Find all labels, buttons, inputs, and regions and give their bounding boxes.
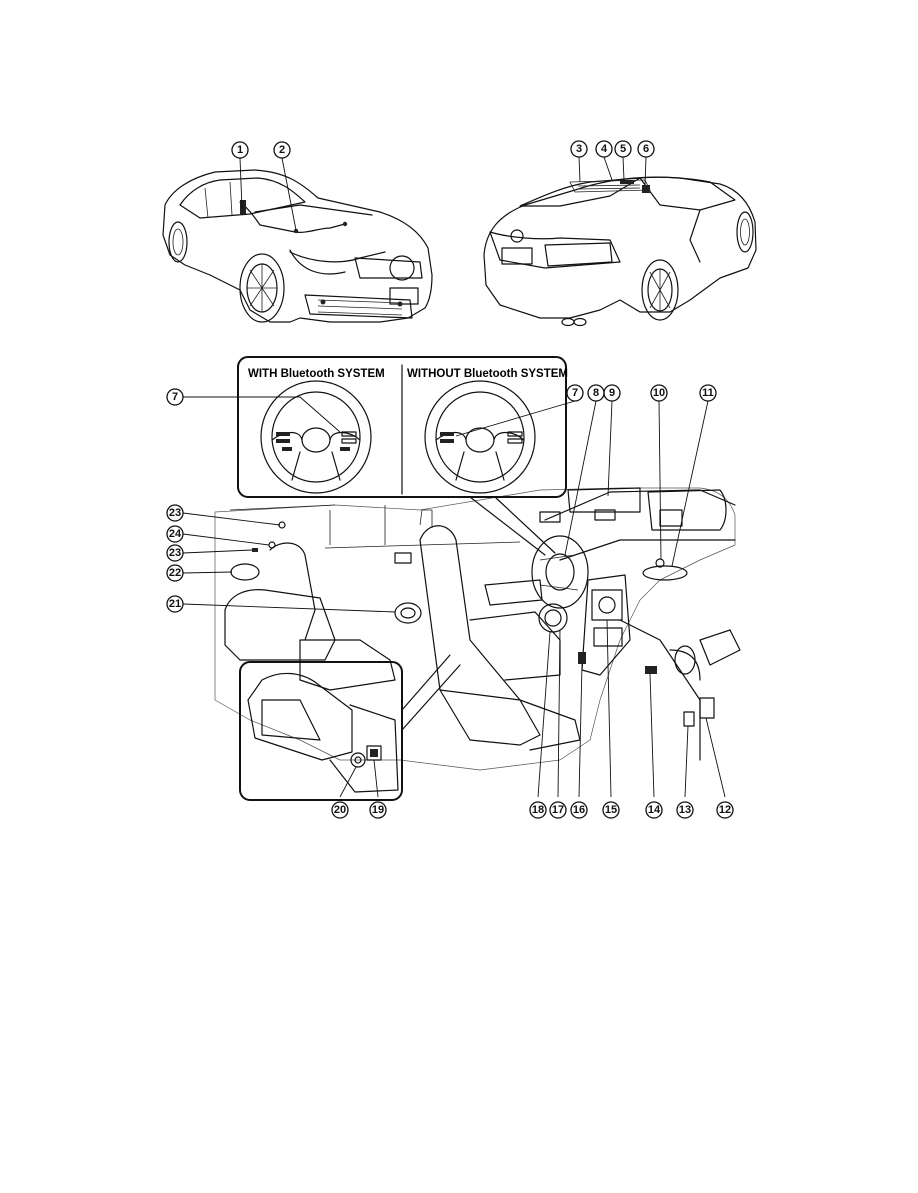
callout-number: 22: [169, 567, 181, 579]
callout-number: 11: [702, 387, 714, 399]
callout-6: 6: [637, 140, 655, 158]
callout-number: 12: [719, 804, 731, 816]
callout-14: 14: [645, 801, 663, 819]
callout-number: 6: [643, 143, 649, 155]
callout-23-upper: 23: [166, 504, 184, 522]
callout-15: 15: [602, 801, 620, 819]
callout-18: 18: [529, 801, 547, 819]
console-inset: [239, 654, 461, 801]
callout-number: 10: [653, 387, 665, 399]
callout-16: 16: [570, 801, 588, 819]
callout-24: 24: [166, 525, 184, 543]
callout-number: 17: [552, 804, 564, 816]
callout-number: 7: [572, 387, 578, 399]
callout-number: 21: [169, 598, 181, 610]
callout-number: 9: [609, 387, 615, 399]
leader-lines: [182, 156, 726, 798]
callout-7-without-bluetooth: 7: [566, 384, 584, 402]
callout-10: 10: [650, 384, 668, 402]
callout-22: 22: [166, 564, 184, 582]
callout-2: 2: [273, 141, 291, 159]
callout-number: 7: [172, 391, 178, 403]
front-car-illustration: [162, 169, 433, 323]
without-bluetooth-title: WITHOUT Bluetooth SYSTEM: [407, 368, 568, 380]
callout-7-with-bluetooth: 7: [166, 388, 184, 406]
callout-number: 24: [169, 528, 182, 540]
callout-3: 3: [570, 140, 588, 158]
callout-number: 20: [334, 804, 346, 816]
steering-wheel-without-bluetooth: [424, 380, 536, 494]
callout-number: 19: [372, 804, 384, 816]
callout-1: 1: [231, 141, 249, 159]
callout-13: 13: [676, 801, 694, 819]
callout-5: 5: [614, 140, 632, 158]
callout-number: 18: [532, 804, 544, 816]
callout-number: 15: [605, 804, 617, 816]
callout-number: 5: [620, 143, 626, 155]
steering-wheel-with-bluetooth: [260, 380, 372, 494]
callout-number: 2: [279, 144, 285, 156]
callout-23-lower: 23: [166, 544, 184, 562]
callout-12: 12: [716, 801, 734, 819]
callout-number: 23: [169, 547, 181, 559]
with-bluetooth-title: WITH Bluetooth SYSTEM: [248, 368, 385, 380]
callout-number: 23: [169, 507, 181, 519]
callout-number: 13: [679, 804, 691, 816]
interior-illustration: [214, 487, 741, 771]
callout-17: 17: [549, 801, 567, 819]
callout-number: 1: [237, 144, 243, 156]
steering-wheel-inset: WITH Bluetooth SYSTEM WITHOUT Bluetooth …: [237, 356, 568, 556]
callout-21: 21: [166, 595, 184, 613]
callout-20: 20: [331, 801, 349, 819]
callout-8: 8: [587, 384, 605, 402]
callout-number: 4: [601, 143, 608, 155]
rear-car-illustration: [483, 176, 757, 327]
callout-number: 8: [593, 387, 599, 399]
callout-4: 4: [595, 140, 613, 158]
callout-number: 3: [576, 143, 582, 155]
callout-9: 9: [603, 384, 621, 402]
callout-19: 19: [369, 801, 387, 819]
callout-number: 16: [573, 804, 585, 816]
callout-number: 14: [648, 804, 661, 816]
callout-11: 11: [699, 384, 717, 402]
